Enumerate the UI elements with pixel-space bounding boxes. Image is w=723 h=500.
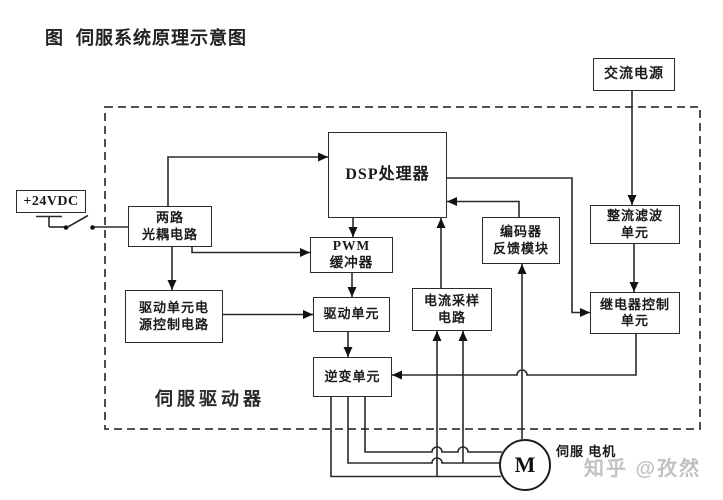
box-inverter: 逆变单元 — [313, 357, 392, 397]
box-label: 电路 — [437, 309, 466, 325]
box-24vdc: +24VDC — [16, 190, 86, 213]
motor-symbol: M — [514, 452, 536, 477]
box-label: +24VDC — [23, 193, 79, 209]
box-optocoupler: 两路 光耦电路 — [128, 206, 212, 247]
wire-phase-c — [364, 397, 502, 453]
box-rectifier-filter: 整流滤波 单元 — [590, 205, 680, 244]
box-relay-control: 继电器控制 单元 — [590, 292, 680, 334]
box-label: 继电器控制 — [599, 296, 670, 312]
wire-opto-to-dsp — [167, 152, 328, 207]
servo-driver-label: 伺服驱动器 — [155, 389, 265, 409]
wire-encoder-to-dsp — [447, 197, 520, 217]
servo-motor-label-line1: 伺服 — [556, 444, 585, 459]
wire-dsp-to-relay — [447, 177, 590, 317]
box-encoder-feedback: 编码器 反馈模块 — [482, 217, 560, 264]
wire-relay-to-inverter — [392, 334, 637, 380]
box-label: 反馈模块 — [492, 240, 549, 256]
box-pwm-buffer: PWM 缓冲器 — [310, 237, 393, 273]
motor-circle: M — [499, 439, 551, 491]
box-ac-power: 交流电源 — [593, 58, 675, 91]
switch-blade — [65, 214, 89, 229]
switch-contact-dot — [90, 225, 95, 230]
servo-motor-label: 伺服 电机 — [556, 443, 616, 461]
wire-phase-b — [347, 397, 499, 464]
box-label: 缓冲器 — [329, 255, 374, 270]
box-label: 电流采样 — [423, 293, 480, 309]
box-label: DSP处理器 — [345, 166, 430, 183]
box-label: 两路 — [155, 210, 184, 226]
box-label: 源控制电路 — [138, 316, 209, 332]
servo-driver-dashed-border — [104, 106, 701, 430]
box-drive-power-control: 驱动单元电 源控制电路 — [125, 290, 223, 343]
box-label: 驱动单元 — [323, 306, 380, 322]
box-label: 单元 — [620, 313, 649, 328]
box-label: 整流滤波 — [606, 208, 663, 224]
box-current-sampling: 电流采样 电路 — [412, 288, 492, 331]
wire-opto-to-pwm — [191, 247, 310, 257]
box-label: 单元 — [620, 224, 649, 240]
zhihu-watermark: 知乎 @孜然 — [584, 458, 702, 480]
box-label: 逆变单元 — [324, 368, 381, 384]
box-label: PWM — [332, 238, 371, 254]
box-label: 驱动单元电 — [138, 300, 209, 316]
box-label: 编码器 — [499, 224, 542, 240]
box-dsp-processor: DSP处理器 — [328, 132, 447, 218]
box-label: 交流电源 — [604, 66, 664, 82]
figure-title: 图 伺服系统原理示意图 — [45, 28, 248, 48]
switch-contact-dot — [63, 225, 69, 230]
box-drive-unit: 驱动单元 — [313, 297, 390, 332]
servo-motor-label-line2: 电机 — [588, 444, 617, 459]
box-label: 光耦电路 — [141, 226, 198, 242]
wire-phase-a — [330, 397, 501, 478]
power-switch-symbol — [36, 214, 128, 230]
